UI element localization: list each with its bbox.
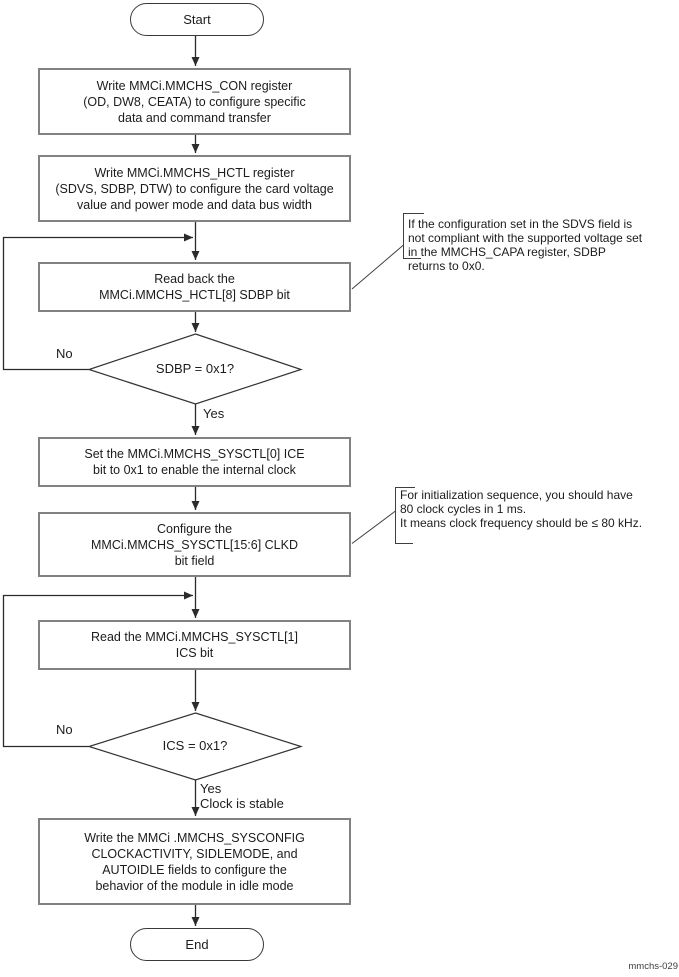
loop-sdbp-no xyxy=(2,233,193,371)
edge-label-yes-ics: Yes xyxy=(200,781,222,796)
edge-label-no-sdbp: No xyxy=(56,346,73,361)
process-write-hctl: Write MMCi.MMCHS_HCTL register (SDVS, SD… xyxy=(38,155,351,222)
start-label: Start xyxy=(183,12,211,27)
process-read-sdbp-text: Read back the MMCi.MMCHS_HCTL[8] SDBP bi… xyxy=(99,272,290,302)
note-bracket-sdvs xyxy=(403,213,424,259)
start-terminator: Start xyxy=(130,3,264,36)
end-terminator: End xyxy=(130,928,264,961)
note-leader-sdvs xyxy=(351,244,404,290)
process-write-sysconfig-text: Write the MMCi .MMCHS_SYSCONFIG CLOCKACT… xyxy=(84,830,305,893)
process-read-ics-text: Read the MMCi.MMCHS_SYSCTL[1] ICS bit xyxy=(90,630,298,660)
process-set-ice-text: Set the MMCi.MMCHS_SYSCTL[0] ICE bit to … xyxy=(84,447,305,477)
figure-id: mmchs-029 xyxy=(628,961,678,972)
process-set-ice: Set the MMCi.MMCHS_SYSCTL[0] ICE bit to … xyxy=(38,437,351,487)
decision-shapes xyxy=(87,333,303,781)
decision-ics-label: ICS = 0x1? xyxy=(162,738,228,753)
end-label: End xyxy=(185,937,209,952)
edge-label-clock-stable: Clock is stable xyxy=(200,796,284,811)
process-read-sdbp: Read back the MMCi.MMCHS_HCTL[8] SDBP bi… xyxy=(38,262,351,312)
decision-sdbp-label: SDBP = 0x1? xyxy=(155,361,235,376)
process-write-con-text: Write MMCi.MMCHS_CON register (OD, DW8, … xyxy=(83,78,306,125)
note-callouts xyxy=(351,213,424,544)
decision-diamond-sdbp xyxy=(87,333,303,405)
flow-arrows xyxy=(2,35,200,926)
note-bracket-clock xyxy=(395,487,415,544)
edge-label-no-ics: No xyxy=(56,722,73,737)
edge-label-yes-sdbp: Yes xyxy=(203,406,225,421)
note-leader-clock xyxy=(351,510,396,544)
decision-diamond-ics xyxy=(87,712,303,781)
process-configure-clkd-text: Configure the MMCi.MMCHS_SYSCTL[15:6] CL… xyxy=(91,521,298,568)
loop-ics-no xyxy=(2,591,193,748)
process-configure-clkd: Configure the MMCi.MMCHS_SYSCTL[15:6] CL… xyxy=(38,512,351,577)
process-write-sysconfig: Write the MMCi .MMCHS_SYSCONFIG CLOCKACT… xyxy=(38,818,351,905)
note-sdvs-compliance: If the configuration set in the SDVS fie… xyxy=(408,217,643,273)
note-clock-frequency: For initialization sequence, you should … xyxy=(400,488,643,530)
process-read-ics: Read the MMCi.MMCHS_SYSCTL[1] ICS bit xyxy=(38,620,351,670)
process-write-hctl-text: Write MMCi.MMCHS_HCTL register (SDVS, SD… xyxy=(55,165,334,212)
process-write-con: Write MMCi.MMCHS_CON register (OD, DW8, … xyxy=(38,68,351,135)
